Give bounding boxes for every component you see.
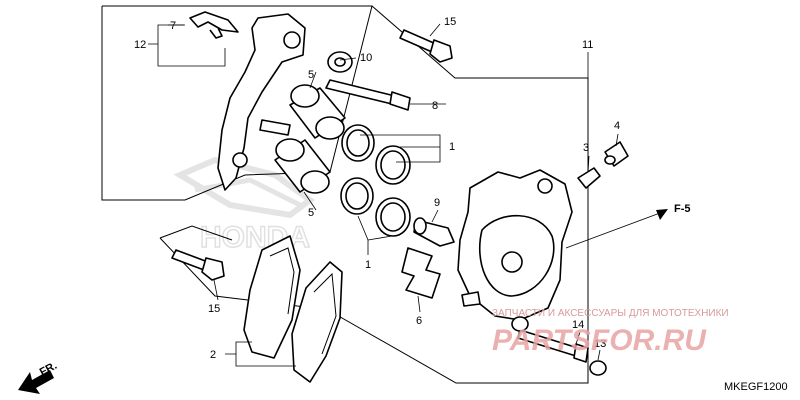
- site-watermark: ЗАПЧАСТИ И АКСЕССУАРЫ ДЛЯ МОТОТЕХНИКИ PA…: [492, 308, 729, 357]
- part-label-15b: 15: [208, 303, 220, 315]
- slide-pin: [325, 79, 411, 111]
- watermark-tagline: ЗАПЧАСТИ И АКСЕССУАРЫ ДЛЯ МОТОТЕХНИКИ: [492, 308, 729, 319]
- reference-label: F-5: [674, 203, 691, 215]
- pin-9: [413, 217, 455, 247]
- bleeder-cap: [604, 141, 629, 167]
- part-label-1: 1: [449, 141, 455, 153]
- part-label-8: 8: [432, 100, 438, 112]
- leader-lines: [148, 23, 661, 367]
- part-label-4: 4: [614, 120, 620, 132]
- front-arrow-label: FR.: [38, 360, 59, 379]
- bleeder-screw: [577, 167, 601, 189]
- part-label-1b: 1: [365, 259, 371, 271]
- part-label-13: 13: [594, 338, 606, 350]
- part-label-15a: 15: [444, 16, 456, 28]
- pin-plug: [589, 360, 607, 376]
- pin-boot: [327, 51, 353, 73]
- watermark-site: PARTSFOR.RU: [492, 324, 707, 357]
- part-label-9: 9: [434, 197, 440, 209]
- part-label-7: 7: [170, 20, 176, 32]
- part-label-6: 6: [416, 315, 422, 327]
- reference-arrowhead: [656, 209, 668, 220]
- bolt-top: [399, 29, 453, 63]
- part-labels: 1 1 2 3 4 5 5 6 7 8 9 10 11 12 13 14 15 …: [134, 16, 620, 361]
- honda-watermark-logo: HONDA: [173, 156, 316, 255]
- part-label-2: 2: [210, 349, 216, 361]
- brake-pad-rear: [291, 261, 343, 383]
- front-arrow: FR.: [18, 360, 59, 394]
- part-label-12: 12: [134, 39, 146, 51]
- seals-upper: [341, 124, 411, 185]
- part-label-5b: 5: [308, 207, 314, 219]
- part-label-3: 3: [583, 142, 589, 154]
- caliper-body: [457, 169, 573, 321]
- caliper-bracket: [217, 13, 306, 191]
- piston-lower: [274, 138, 331, 194]
- diagram-code: MKEGF1200: [724, 381, 788, 393]
- bracket-clip: [189, 11, 239, 39]
- part-label-11: 11: [582, 39, 593, 51]
- part-label-5a: 5: [308, 69, 314, 81]
- part-label-10: 10: [360, 52, 372, 64]
- piston-upper: [289, 84, 346, 140]
- bolt-lower: [171, 249, 225, 281]
- part-label-14: 14: [572, 319, 584, 331]
- brake-pad-front: [243, 235, 301, 359]
- seals-lower: [340, 177, 411, 237]
- pad-pin: [511, 316, 589, 363]
- pad-spring: [401, 247, 441, 299]
